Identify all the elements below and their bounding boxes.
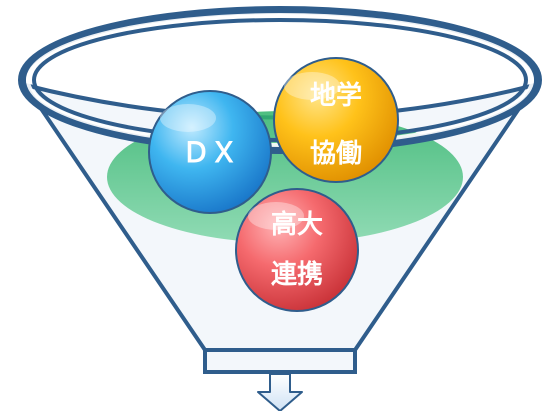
- ball-chigaku: 地学 協働: [273, 57, 399, 183]
- ball-koudai-label-2: 連携: [271, 259, 323, 290]
- ball-chigaku-label-2: 協働: [310, 139, 362, 169]
- ball-chigaku-label-1: 地学: [310, 80, 362, 111]
- ball-koudai: 高大 連携: [235, 188, 359, 312]
- funnel-spout: [203, 348, 357, 374]
- down-arrow-icon: [257, 373, 303, 411]
- ball-dx-label-1: ＤＸ: [182, 136, 238, 169]
- ball-dx: ＤＸ: [148, 90, 272, 214]
- ball-koudai-label-1: 高大: [271, 209, 323, 240]
- funnel-rim-outer: [18, 6, 542, 154]
